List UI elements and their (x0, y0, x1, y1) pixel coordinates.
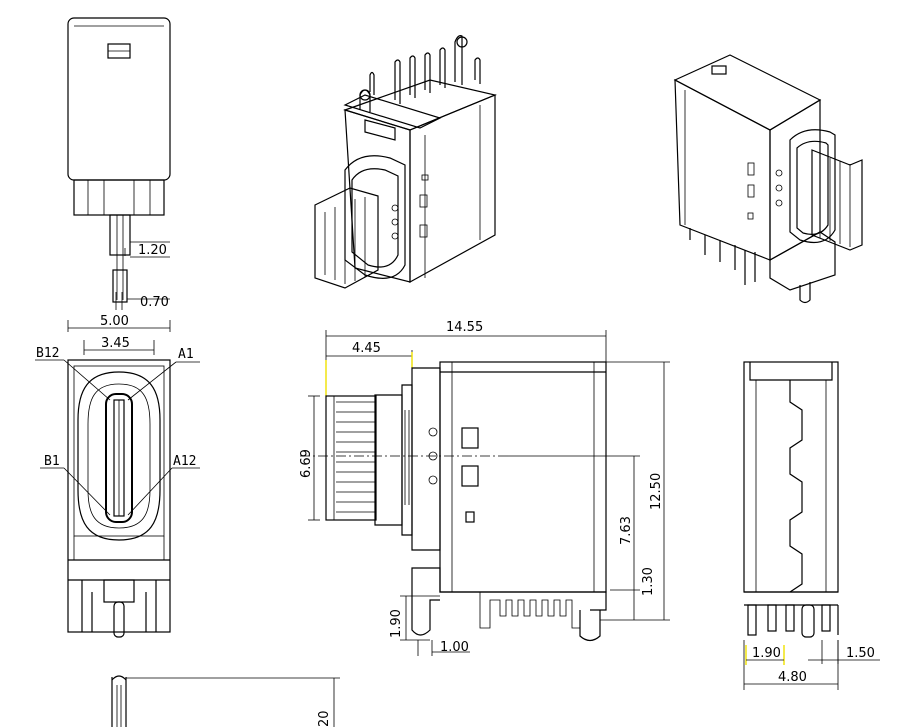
top-view (67, 17, 171, 310)
dim-6-69: 6.69 (299, 449, 314, 478)
dim-1-20: 1.20 (138, 243, 167, 258)
isometric-view-front (314, 35, 497, 289)
bottom-view-partial (111, 675, 340, 727)
dim-1-90-side: 1.90 (389, 609, 404, 638)
dim-3-45: 3.45 (101, 336, 130, 351)
dim-1-30: 1.30 (641, 567, 656, 596)
dim-1-00: 1.00 (440, 640, 469, 655)
dim-5-00: 5.00 (100, 314, 129, 329)
dim-0-70: 0.70 (140, 295, 169, 310)
isometric-view-rear (673, 54, 863, 304)
side-view (300, 330, 670, 656)
pin-label-a1: A1 (178, 347, 194, 362)
dim-1-50: 1.50 (846, 646, 875, 661)
dim-7-63: 7.63 (619, 516, 634, 545)
dim-4-45: 4.45 (352, 341, 381, 356)
pin-label-b12: B12 (36, 346, 59, 361)
back-view (743, 361, 880, 690)
dim-4-80: 4.80 (778, 670, 807, 685)
front-view (35, 320, 200, 638)
pin-label-a12: A12 (173, 454, 196, 469)
dim-12-50: 12.50 (649, 473, 664, 510)
pin-label-b1: B1 (44, 454, 60, 469)
dim-1-90-back: 1.90 (752, 646, 781, 661)
dim-bottom-cut: 20 (317, 710, 332, 727)
dim-14-55: 14.55 (446, 320, 483, 335)
